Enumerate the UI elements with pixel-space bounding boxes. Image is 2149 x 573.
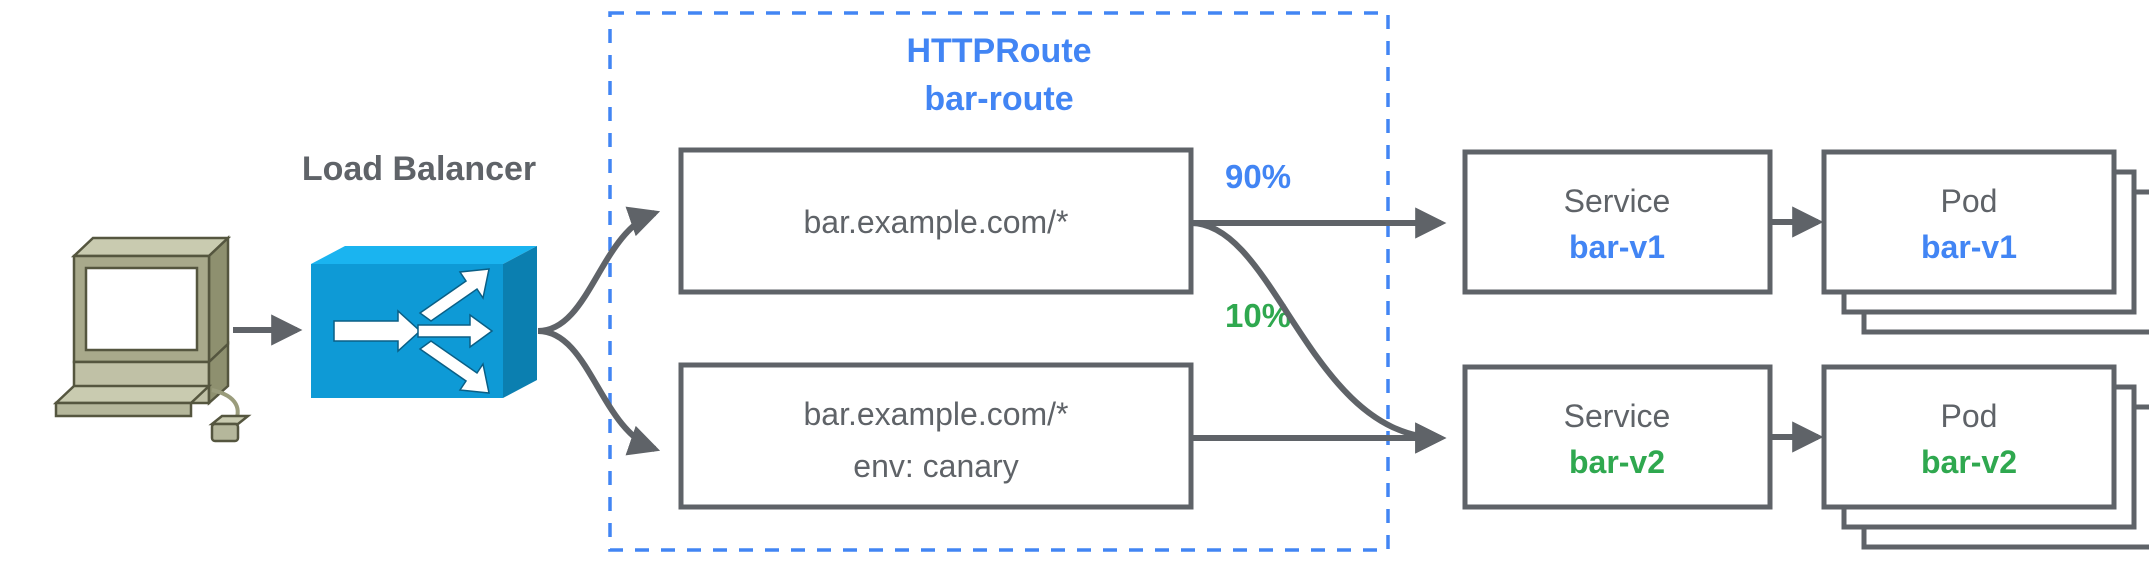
service-v2-name-label: bar-v2 <box>1569 444 1665 480</box>
pod-stack-bar-v1[interactable]: Pod bar-v1 <box>1821 149 2149 335</box>
load-balancer-label: Load Balancer <box>302 150 536 188</box>
service-box-bar-v1[interactable]: Service bar-v1 <box>1462 149 1773 295</box>
rule-primary-match-label: bar.example.com/* <box>803 204 1068 240</box>
rule-canary-header-label: env: canary <box>853 448 1018 484</box>
pod-v1-kind-label: Pod <box>1941 183 1998 219</box>
pod-v2-name-label: bar-v2 <box>1921 444 2017 480</box>
rule-box-primary[interactable]: bar.example.com/* <box>678 147 1194 295</box>
pod-v2-kind-label: Pod <box>1941 398 1998 434</box>
weight-label-90: 90% <box>1225 158 1291 195</box>
httproute-group-boundary <box>608 11 1390 552</box>
edge-lb-to-rule-canary <box>537 328 661 456</box>
service-v1-name-label: bar-v1 <box>1569 229 1665 265</box>
edge-rule-primary-to-service-v2 <box>1190 220 1447 454</box>
httproute-kind-label: HTTPRoute <box>906 32 1091 70</box>
pod-v1-replica-card-1 <box>1821 149 2117 295</box>
service-box-bar-v2[interactable]: Service bar-v2 <box>1462 364 1773 510</box>
httproute-name-label: bar-route <box>924 80 1073 118</box>
edge-lb-to-rule-primary <box>537 206 661 334</box>
desktop-computer-icon <box>52 235 252 443</box>
pod-v2-replica-card-1 <box>1821 364 2117 510</box>
rule-box-canary[interactable]: bar.example.com/* env: canary <box>678 362 1194 510</box>
pod-v1-name-label: bar-v1 <box>1921 229 2017 265</box>
rule-canary-match-label: bar.example.com/* <box>803 396 1068 432</box>
pod-stack-bar-v2[interactable]: Pod bar-v2 <box>1821 364 2149 550</box>
service-v1-kind-label: Service <box>1564 183 1671 219</box>
service-v2-kind-label: Service <box>1564 398 1671 434</box>
load-balancer-switch-icon <box>311 246 537 398</box>
